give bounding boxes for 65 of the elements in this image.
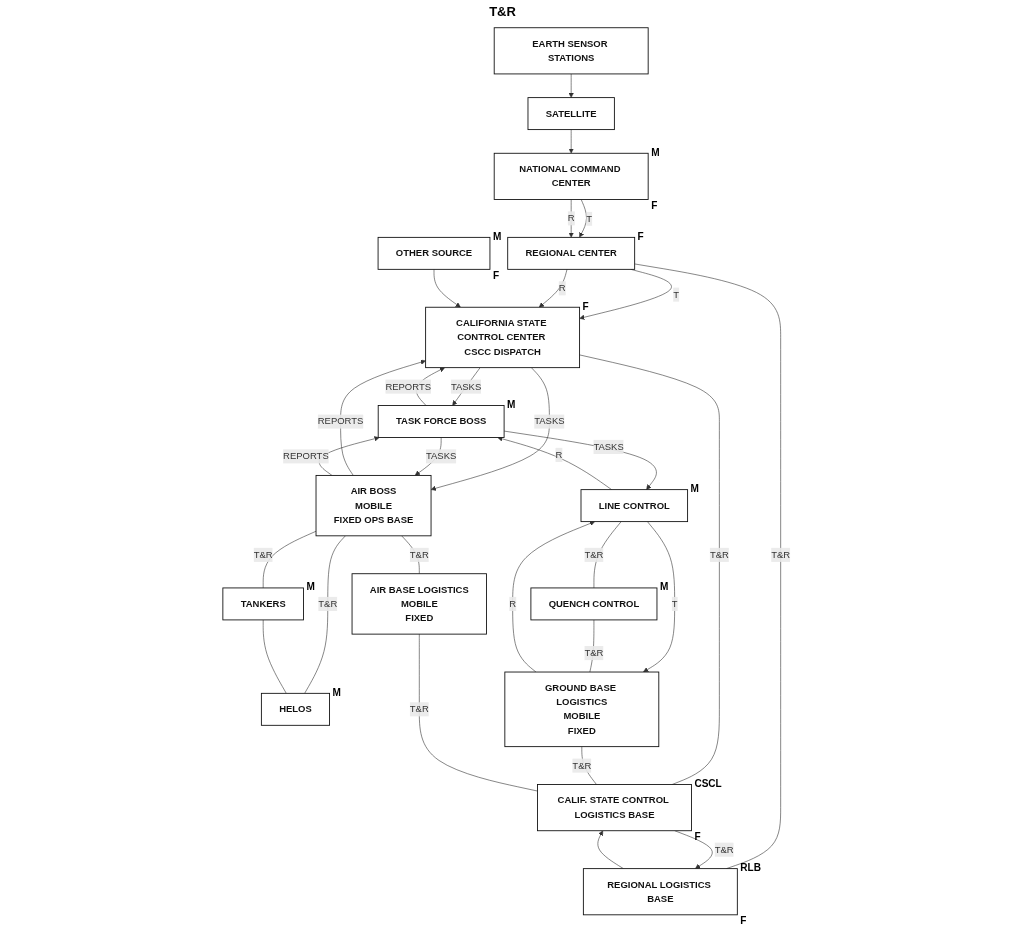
edge-label: T xyxy=(673,289,679,300)
node-annotation: F xyxy=(492,269,500,281)
node-box: EARTH SENSOR STATIONS xyxy=(493,27,649,75)
connector xyxy=(419,633,538,792)
edge-label: T&R xyxy=(318,598,338,609)
connector xyxy=(304,535,346,694)
edge-label: T&R xyxy=(409,704,429,715)
node-annotation: M xyxy=(659,581,669,593)
connector xyxy=(262,619,287,694)
node-annotation: F xyxy=(637,230,644,242)
edge-label: T&R xyxy=(253,549,273,560)
note-label: T&R xyxy=(489,4,516,19)
edge-label: T&R xyxy=(584,549,604,560)
node-box: NATIONAL COMMAND CENTER xyxy=(493,152,649,200)
node-annotation: M xyxy=(306,581,315,593)
edge-label: T xyxy=(586,213,593,224)
node-box: QUENCH CONTROL xyxy=(530,587,658,621)
edge-label: T&R xyxy=(409,549,429,560)
connector xyxy=(401,535,420,574)
connector xyxy=(262,530,317,589)
node-box: REGIONAL LOGISTICS BASE xyxy=(582,868,738,916)
edge-label: REPORTS xyxy=(317,416,364,427)
connector xyxy=(579,354,720,785)
connector xyxy=(593,521,622,589)
node-annotation: F xyxy=(582,300,589,312)
node-annotation: RLB xyxy=(740,862,761,873)
edge-label: REPORTS xyxy=(385,381,432,392)
edge-label: T&R xyxy=(714,844,734,855)
node-annotation: M xyxy=(507,398,516,410)
edge-label: R xyxy=(555,449,563,460)
node-annotation: F xyxy=(740,915,747,927)
edge-label: R xyxy=(567,213,575,224)
node-box: SATELLITE xyxy=(527,97,615,131)
node-box: GROUND BASE LOGISTICS MOBILE FIXED xyxy=(504,671,660,748)
node-box: AIR BASE LOGISTICS MOBILE FIXED xyxy=(351,573,487,635)
node-annotation: M xyxy=(332,686,341,698)
edge-label: TASKS xyxy=(534,416,565,427)
node-annotation: M xyxy=(492,230,502,242)
edge-label: R xyxy=(509,598,517,609)
edge-label: T&R xyxy=(709,549,729,560)
connector xyxy=(589,619,595,673)
edge-label: T xyxy=(671,598,678,609)
edge-label: TASKS xyxy=(425,451,457,462)
node-box: REGIONAL CENTER xyxy=(507,236,636,270)
node-box: OTHER SOURCE xyxy=(377,236,491,270)
node-box: TANKERS xyxy=(222,587,304,621)
node-box: HELOS xyxy=(260,692,330,726)
edge-label: T&R xyxy=(771,549,791,560)
node-annotation: F xyxy=(651,199,658,211)
edge-label: T&R xyxy=(572,760,592,771)
node-box: CALIFORNIA STATE CONTROL CENTER CSCC DISPATCH xyxy=(425,306,581,369)
node-box: TASK FORCE BOSS xyxy=(377,405,505,438)
edge-label: TASKS xyxy=(593,441,624,452)
node-box: AIR BOSS MOBILE FIXED OPS BASE xyxy=(315,474,432,537)
node-box: CALIF. STATE CONTROL LOGISTICS BASE xyxy=(537,784,692,832)
node-annotation: M xyxy=(651,146,660,158)
edge-label: REPORTS xyxy=(283,451,329,462)
edge-label: T&R xyxy=(584,647,604,658)
edge-label: R xyxy=(558,282,566,294)
edge-label: TASKS xyxy=(450,381,482,392)
node-annotation: CSCL xyxy=(694,777,722,789)
connector xyxy=(581,746,597,785)
node-box: LINE CONTROL xyxy=(580,489,689,523)
node-annotation: F xyxy=(694,831,701,843)
node-annotation: M xyxy=(690,483,699,494)
